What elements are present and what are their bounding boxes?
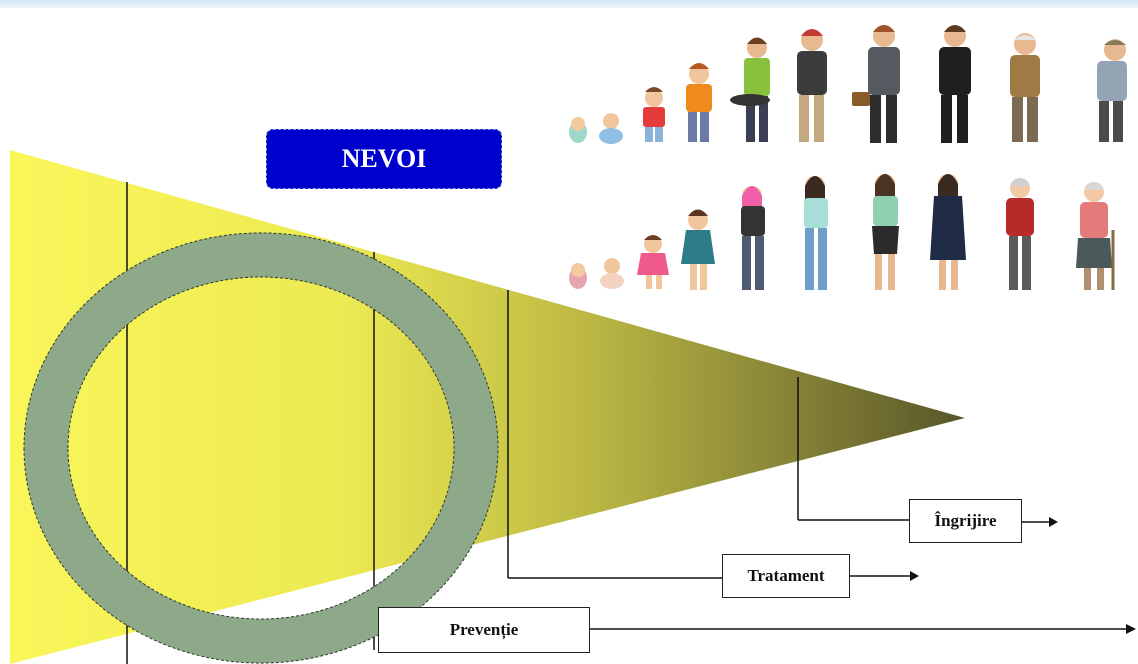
elderly-man-icon <box>1097 39 1127 142</box>
arrow-preventie <box>590 624 1136 634</box>
teen-girl-icon <box>741 186 765 290</box>
newborn-icon <box>569 263 587 289</box>
old-woman-cane-icon <box>1076 182 1115 290</box>
young-woman-icon <box>804 176 828 290</box>
newborn-icon <box>569 117 587 143</box>
young-man-icon <box>797 29 827 142</box>
female-lifecycle-row <box>569 174 1115 290</box>
toddler-icon <box>643 87 665 142</box>
needs-title-box: NEVOI <box>266 129 502 189</box>
top-banner-strip <box>0 0 1138 8</box>
prevention-ring <box>23 232 499 664</box>
businessman-icon <box>939 25 971 143</box>
stage-label-tratament: Tratament <box>722 554 850 598</box>
woman-dress-icon <box>930 174 966 290</box>
woman-icon <box>872 174 899 290</box>
stage-label-preventie: Prevenție <box>378 607 590 653</box>
girl-icon <box>681 209 715 290</box>
man-phone-icon <box>1010 33 1040 142</box>
child-icon <box>686 63 712 142</box>
arrow-tratament <box>850 571 919 581</box>
elderly-woman-icon <box>1006 178 1034 290</box>
stage-label-ingrijire: Îngrijire <box>909 499 1022 543</box>
man-icon <box>852 25 900 143</box>
baby-icon <box>600 258 624 289</box>
baby-icon <box>599 113 623 144</box>
arrow-ingrijire <box>1022 517 1058 527</box>
teen-icon <box>730 37 770 142</box>
male-lifecycle-row <box>569 25 1127 144</box>
toddler-icon <box>637 235 669 289</box>
